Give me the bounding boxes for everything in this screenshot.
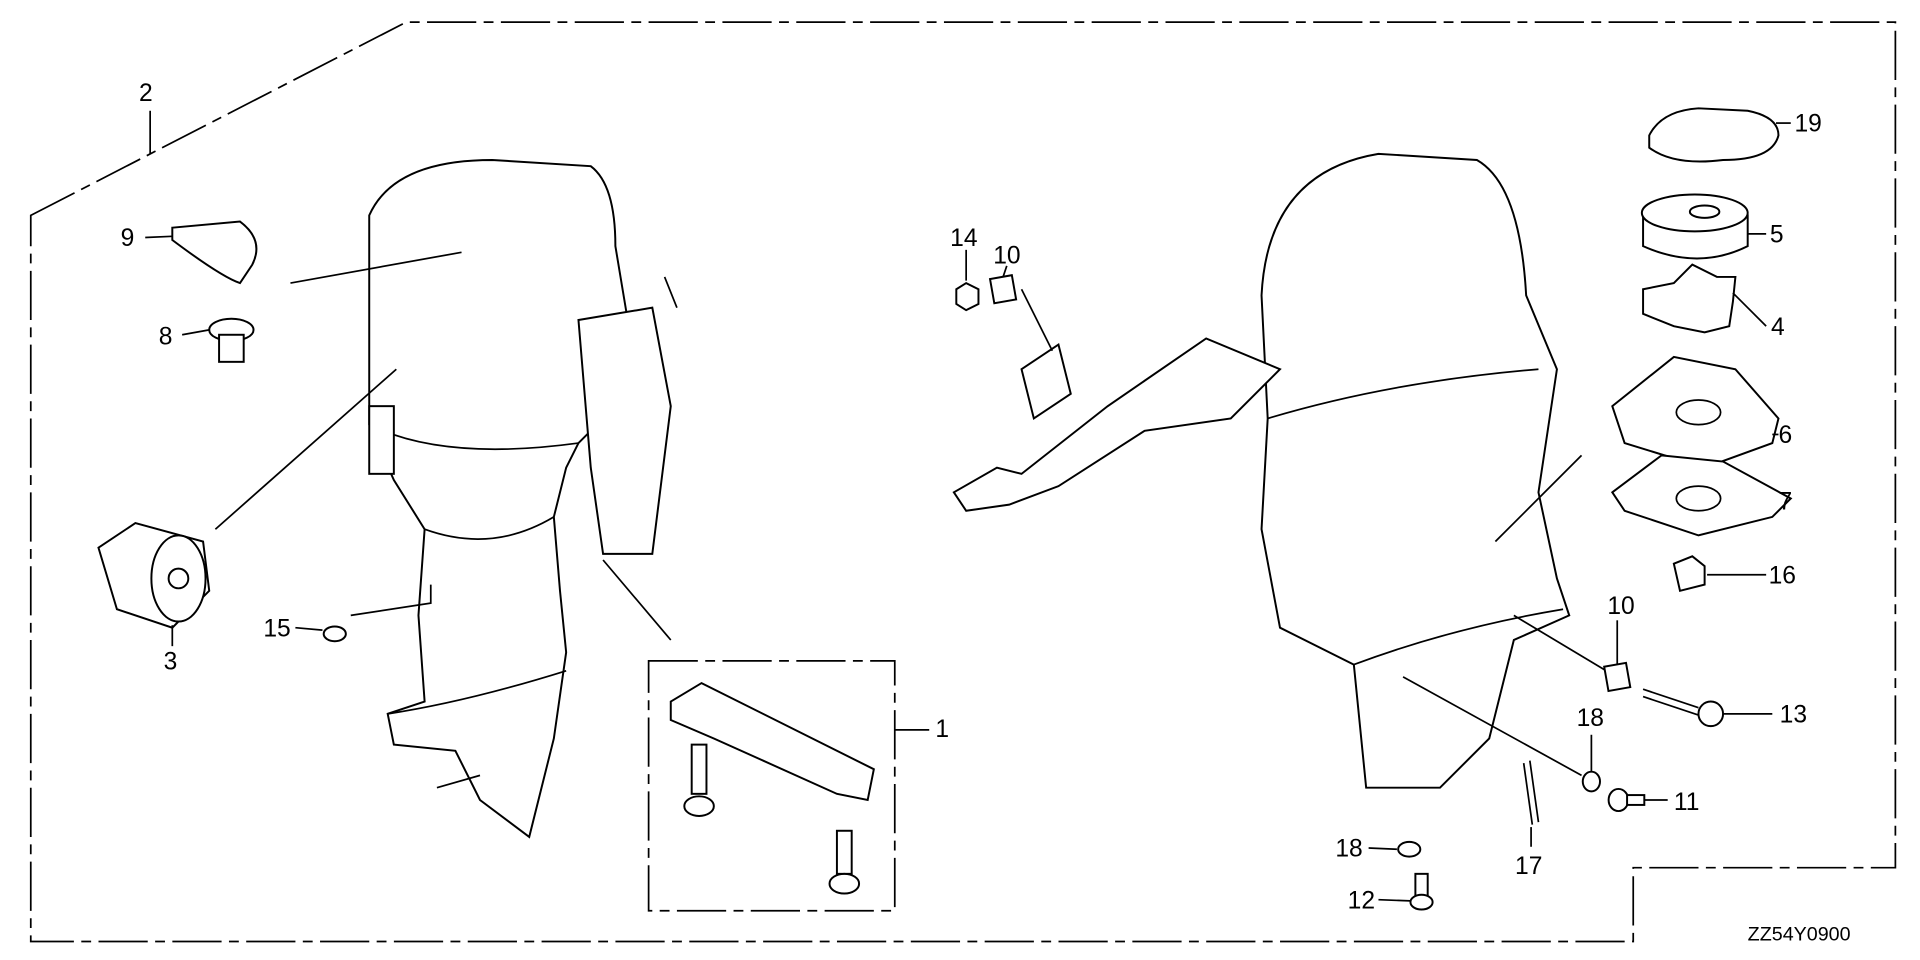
callout-7: 7	[1778, 489, 1792, 516]
part-1-box	[647, 660, 896, 912]
part-13-bolt	[1642, 688, 1773, 728]
part-10-nut-b	[1603, 661, 1632, 693]
callout-2: 2	[139, 80, 153, 107]
callout-18a: 18	[1577, 705, 1604, 732]
part-11-screw	[1607, 787, 1668, 813]
callout-19: 19	[1794, 111, 1821, 138]
callout-9: 9	[121, 225, 135, 252]
part-18-washer-b	[1397, 840, 1422, 858]
part-16-rubber	[1672, 555, 1706, 592]
part-8-thermostat	[181, 317, 255, 363]
part-4-impeller	[1642, 263, 1737, 334]
outboard-engine-left	[368, 159, 678, 839]
part-10-nut-a	[988, 274, 1018, 305]
part-17-cotter-pin	[1522, 760, 1540, 825]
callout-10b: 10	[1607, 593, 1634, 620]
kit-frame	[29, 21, 1897, 943]
part-3-oil-filter	[97, 522, 211, 647]
outboard-engine-right	[952, 152, 1571, 789]
part-15-grommet	[322, 625, 347, 643]
part-5-pump-housing	[1640, 193, 1749, 260]
callout-14: 14	[950, 225, 977, 252]
part-12-screw	[1378, 872, 1434, 911]
part-9-gasket	[171, 220, 258, 285]
callout-5: 5	[1770, 221, 1784, 248]
callout-1: 1	[935, 716, 949, 743]
callout-10a: 10	[993, 242, 1020, 269]
part-14-nut	[955, 281, 980, 312]
callout-16: 16	[1769, 562, 1796, 589]
callout-13: 13	[1780, 701, 1807, 728]
part-6-plate	[1611, 355, 1780, 469]
callout-12: 12	[1348, 887, 1375, 914]
diagram-code: ZZ54Y0900	[1748, 923, 1851, 945]
callout-18b: 18	[1335, 836, 1362, 863]
callout-17: 17	[1515, 853, 1542, 880]
part-18-washer-a	[1581, 770, 1601, 793]
part-1-bracket	[669, 681, 930, 895]
part-19-gasket	[1648, 107, 1780, 163]
callout-3: 3	[164, 649, 178, 676]
callout-8: 8	[159, 324, 173, 351]
callout-15: 15	[263, 615, 290, 642]
part-7-gasket	[1610, 454, 1793, 537]
callout-11: 11	[1674, 789, 1700, 816]
callout-6: 6	[1778, 422, 1792, 449]
callout-4: 4	[1771, 314, 1785, 341]
